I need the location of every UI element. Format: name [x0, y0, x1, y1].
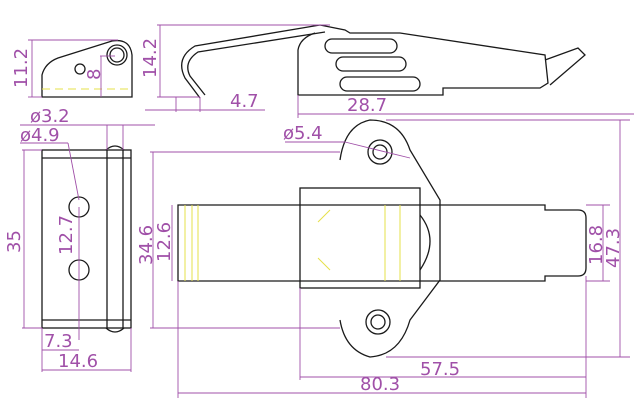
dim-base-plate-length: 57.5 — [420, 359, 460, 380]
dim-pivot-diameter: ø5.4 — [283, 123, 323, 144]
dim-hook-height: 14.2 — [140, 38, 161, 78]
dim-hole-diameter-small: ø3.2 — [30, 106, 70, 127]
dim-body-width: 34.6 — [136, 225, 157, 265]
dim-base-length: 28.7 — [347, 95, 387, 116]
dim-lever-end-width: 16.8 — [586, 225, 607, 265]
catch-front-view — [20, 124, 155, 372]
latch-side-view — [145, 24, 634, 118]
latch-plan-view — [150, 119, 630, 398]
dim-inner-width: 12.6 — [154, 222, 175, 262]
dim-hook-width: 4.7 — [230, 91, 259, 112]
dim-overall-width: 47.3 — [603, 228, 624, 268]
dim-catch-hole-offset: 8 — [84, 69, 105, 80]
dim-catch-width: 14.6 — [58, 351, 98, 372]
dim-catch-height: 11.2 — [11, 48, 32, 88]
dim-hole-edge-offset: 7.3 — [44, 331, 73, 352]
dim-catch-length: 35 — [4, 230, 25, 253]
dim-overall-length: 80.3 — [360, 374, 400, 395]
catch-side-view — [28, 39, 133, 98]
dim-hole-diameter-large: ø4.9 — [20, 125, 60, 146]
dim-hole-spacing: 12.7 — [56, 215, 77, 255]
